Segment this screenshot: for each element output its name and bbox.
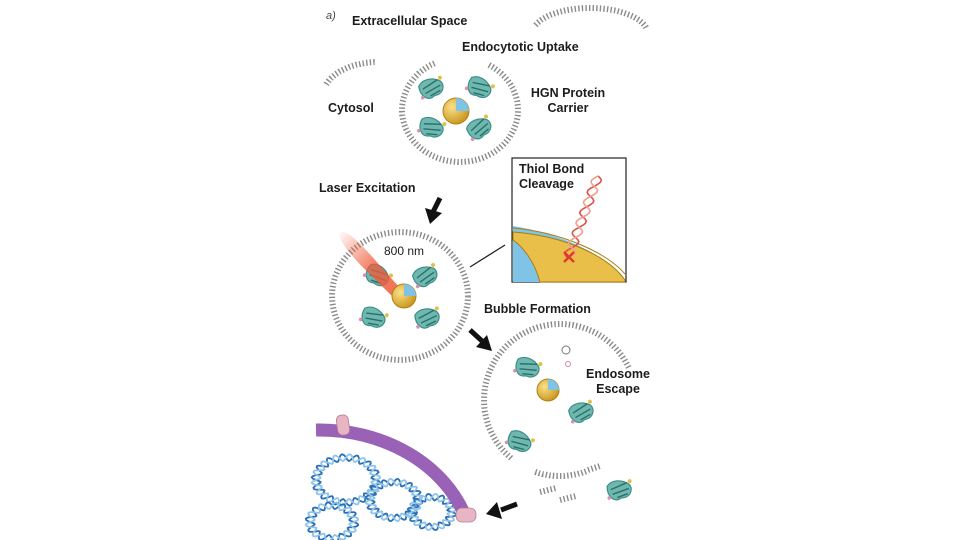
top-endosome-membrane xyxy=(398,60,522,166)
protein-top-2 xyxy=(464,76,495,99)
thiol-linker-strand xyxy=(563,175,603,259)
bottom-endosome-membrane-lower xyxy=(532,468,588,479)
bubble-small xyxy=(565,361,571,367)
label-endosome-line1: Endosome xyxy=(586,367,650,381)
nucleus xyxy=(304,414,477,540)
label-thiol-cleavage: Thiol Bond Cleavage xyxy=(519,162,584,192)
protein-mid-3 xyxy=(414,306,440,329)
membranes xyxy=(323,5,650,503)
dna-helices xyxy=(304,453,458,540)
panel-label: a) xyxy=(326,10,336,22)
label-hgn-carrier-line2: Carrier xyxy=(547,101,589,115)
linker-strand-b xyxy=(567,175,599,259)
protein-top-3 xyxy=(417,116,447,138)
dna-loop-1-strand-b xyxy=(310,453,382,507)
nanoparticle-bottom xyxy=(536,378,560,402)
protein-top-1 xyxy=(418,75,444,100)
inset-thiol-cleavage xyxy=(511,157,627,283)
inset-connector-line xyxy=(469,244,506,268)
dna-loop-2-strand-b xyxy=(364,477,424,523)
membrane-fragment-1 xyxy=(539,485,557,495)
protein-bot-3 xyxy=(504,430,535,453)
arrow-to-nucleus xyxy=(486,501,518,519)
protein-bot-1 xyxy=(513,356,543,378)
plasma-membrane-left xyxy=(323,59,377,86)
arrow-to-bubble xyxy=(468,328,492,351)
protein-top-4 xyxy=(465,114,492,141)
nuclear-pore-top xyxy=(335,414,351,436)
label-wavelength: 800 nm xyxy=(384,244,425,258)
label-hgn-carrier-line1: HGN Protein xyxy=(530,86,606,100)
nanoparticle-top xyxy=(442,97,470,125)
protein-mid-2 xyxy=(358,306,389,328)
label-endocytotic-uptake: Endocytotic Uptake xyxy=(462,40,579,54)
label-endosome-escape: Endosome Escape xyxy=(576,367,660,397)
plasma-membrane-right xyxy=(533,5,650,31)
protein-bot-4 xyxy=(606,479,632,501)
cleavage-x-mark xyxy=(563,251,575,263)
label-hgn-carrier: HGN Protein Carrier xyxy=(518,86,618,116)
laser-beam-main xyxy=(338,231,404,300)
label-extracellular-space: Extracellular Space xyxy=(352,14,468,28)
middle-endosome-membrane xyxy=(328,228,471,364)
dna-loop-4-strand-b xyxy=(304,501,360,540)
label-laser-excitation: Laser Excitation xyxy=(319,181,416,195)
label-thiol-line1: Thiol Bond xyxy=(519,162,585,176)
membrane-fragment-2 xyxy=(559,493,577,503)
protein-bot-2 xyxy=(568,399,594,424)
nanoparticle-middle xyxy=(391,283,417,309)
nuclear-pore-bottom xyxy=(455,507,477,523)
arrow-to-laser xyxy=(425,196,443,224)
protein-mid-1 xyxy=(411,263,438,289)
proteins xyxy=(358,75,632,501)
label-cytosol: Cytosol xyxy=(328,101,374,115)
label-thiol-line2: Cleavage xyxy=(519,177,574,191)
membrane-fragment-3 xyxy=(587,463,601,473)
label-endosome-line2: Escape xyxy=(596,382,640,396)
dna-loop-3-strand-b xyxy=(406,492,458,532)
bubble-large xyxy=(561,345,571,355)
label-bubble-formation: Bubble Formation xyxy=(484,302,591,316)
